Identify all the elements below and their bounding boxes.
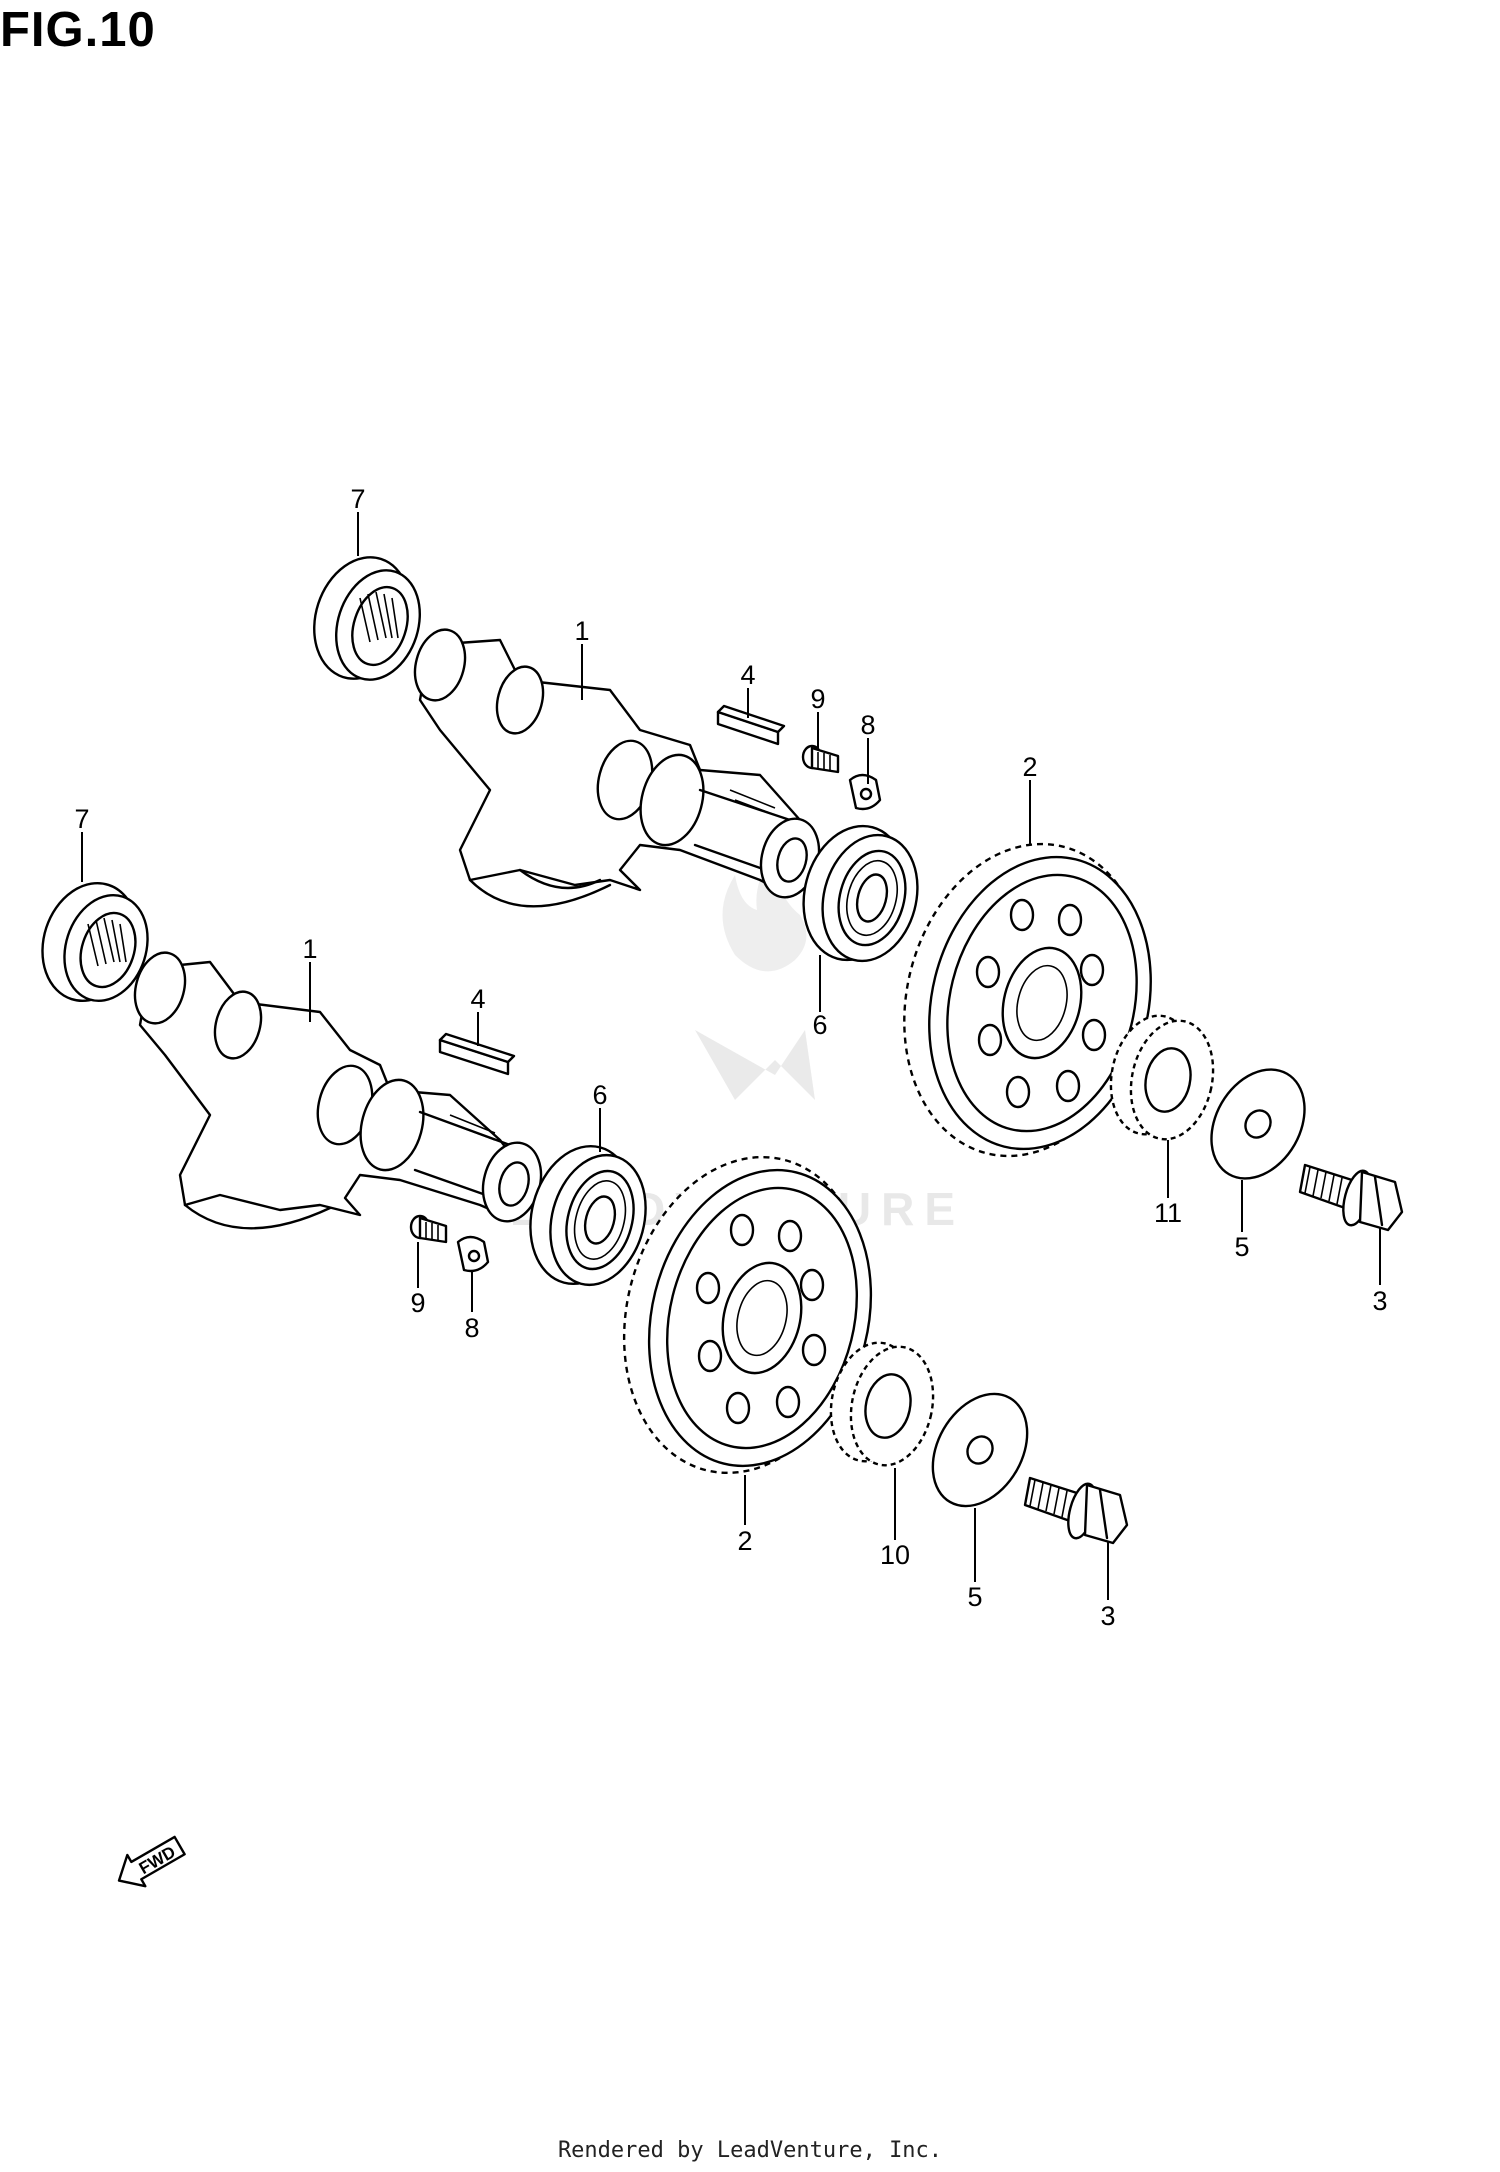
lower-washer xyxy=(931,1392,1029,1508)
lower-screw xyxy=(409,1214,448,1244)
callout-upper-gear-2: 2 xyxy=(1022,752,1037,782)
callout-upper-bearing-7: 7 xyxy=(350,484,365,514)
lower-driven-gear xyxy=(622,1155,873,1475)
callout-upper-shaft-1: 1 xyxy=(574,616,589,646)
upper-key xyxy=(716,704,786,746)
callout-upper-screw-9: 9 xyxy=(810,684,825,714)
callout-upper-gear-11: 11 xyxy=(1154,1198,1182,1228)
callout-upper-key-4: 4 xyxy=(740,660,755,690)
callout-lower-plate-8: 8 xyxy=(464,1313,479,1343)
lower-key xyxy=(438,1032,516,1076)
callout-lower-bolt-3: 3 xyxy=(1100,1601,1115,1631)
upper-flange-bolt xyxy=(1298,1163,1404,1232)
upper-needle-bearing xyxy=(313,556,421,681)
lower-lock-plate xyxy=(456,1235,490,1273)
upper-ball-bearing xyxy=(802,824,919,963)
callout-lower-gear-10: 10 xyxy=(880,1540,910,1570)
callout-lower-shaft-1: 1 xyxy=(302,934,317,964)
callout-lower-screw-9: 9 xyxy=(410,1288,425,1318)
callout-lower-bearing-7: 7 xyxy=(74,804,89,834)
upper-washer xyxy=(1210,1068,1306,1180)
callout-lower-key-4: 4 xyxy=(470,984,485,1014)
upper-small-gear xyxy=(1109,1014,1215,1141)
fwd-arrow-icon: FWD xyxy=(117,1835,186,1888)
callout-lower-gear-2: 2 xyxy=(737,1526,752,1556)
callout-upper-plate-8: 8 xyxy=(860,710,875,740)
upper-driven-gear xyxy=(903,842,1152,1158)
lower-flange-bolt xyxy=(1023,1476,1129,1545)
lower-ball-bearing xyxy=(529,1144,647,1287)
footer-credit: Rendered by LeadVenture, Inc. xyxy=(557,2138,943,2163)
callout-upper-bearing-6: 6 xyxy=(812,1010,827,1040)
upper-balancer-shaft xyxy=(413,628,821,908)
figure-title: FIG.10 xyxy=(0,3,156,57)
lower-needle-bearing xyxy=(41,881,149,1003)
callout-lower-bearing-6: 6 xyxy=(592,1080,607,1110)
callout-labels: 7 1 4 9 8 2 6 11 5 3 7 1 4 6 9 8 2 10 5 … xyxy=(74,484,1387,1631)
lower-balancer-shaft xyxy=(133,951,543,1230)
callout-upper-washer-5: 5 xyxy=(1234,1232,1249,1262)
upper-screw xyxy=(801,744,840,774)
lower-small-gear xyxy=(829,1341,935,1467)
upper-lock-plate xyxy=(848,773,882,811)
leader-lines xyxy=(81,512,1381,1600)
callout-lower-washer-5: 5 xyxy=(967,1582,982,1612)
callout-upper-bolt-3: 3 xyxy=(1372,1286,1387,1316)
